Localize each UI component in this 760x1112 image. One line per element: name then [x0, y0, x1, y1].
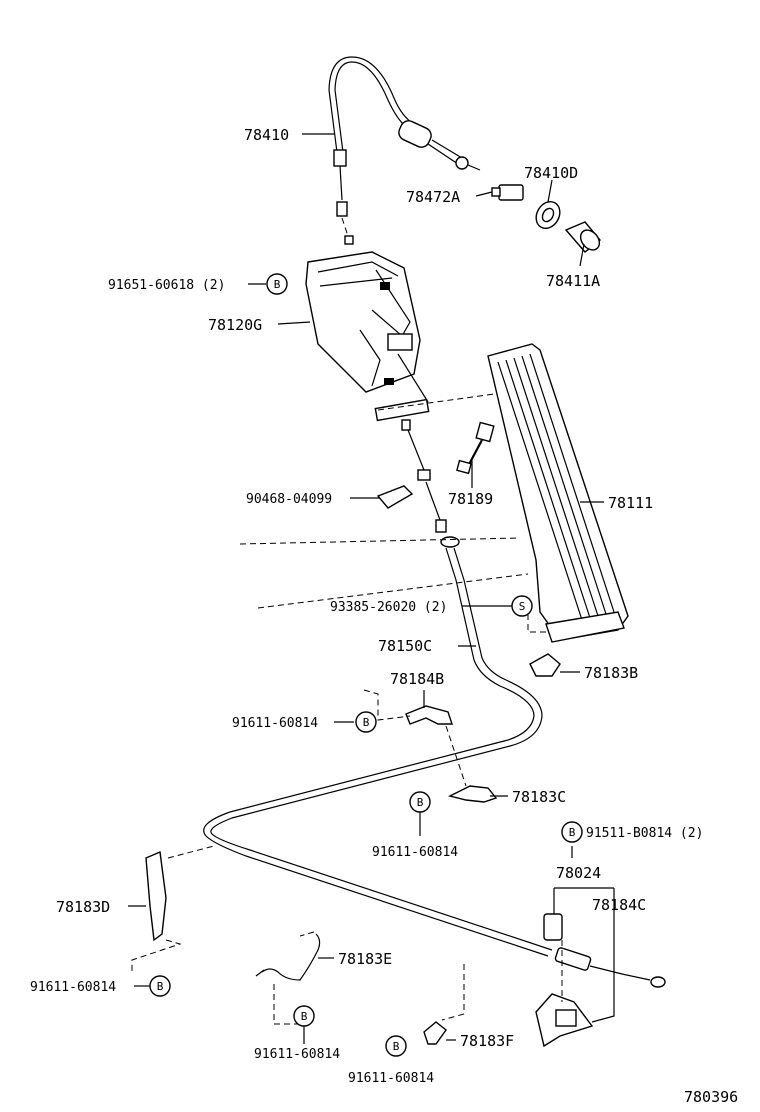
- svg-text:B: B: [274, 278, 281, 291]
- label-91511-B0814: 91511-B0814 (2): [586, 826, 703, 841]
- bolt-symbol-91651: B: [266, 273, 288, 295]
- clip-78183F: [423, 1021, 447, 1045]
- bracket-78184C: [535, 913, 594, 1048]
- label-78183F: 78183F: [460, 1032, 514, 1050]
- label-78024: 78024: [556, 864, 601, 882]
- bolt-symbol-91611-c: B: [149, 975, 171, 997]
- label-91611-60814-c: 91611-60814: [30, 980, 116, 995]
- throttle-cable-78410: [328, 56, 481, 245]
- label-78184C: 78184C: [592, 896, 646, 914]
- assembly-lines: [131, 393, 563, 1025]
- label-91651-60618: 91651-60618 (2): [108, 278, 225, 293]
- label-78183E: 78183E: [338, 950, 392, 968]
- leader-lines: [128, 133, 615, 1044]
- label-91611-60814-e: 91611-60814: [348, 1071, 434, 1086]
- label-78411A: 78411A: [546, 272, 600, 290]
- standard-symbol-93385: S: [511, 595, 533, 617]
- label-78189: 78189: [448, 490, 493, 508]
- diagram-number: 780396: [684, 1088, 738, 1106]
- label-78183D: 78183D: [56, 898, 110, 916]
- label-78410D: 78410D: [524, 164, 578, 182]
- label-91611-60814-b: 91611-60814: [372, 845, 458, 860]
- label-91611-60814-d: 91611-60814: [254, 1047, 340, 1062]
- label-78150C: 78150C: [378, 637, 432, 655]
- stopper-bolt-78189: [456, 421, 495, 475]
- svg-text:B: B: [363, 716, 370, 729]
- bracket-78183D: [145, 850, 167, 942]
- label-78410: 78410: [244, 126, 289, 144]
- cap-78411A: [564, 221, 601, 253]
- label-78472A: 78472A: [406, 188, 460, 206]
- grommet-78410D: [535, 200, 561, 230]
- svg-text:B: B: [569, 826, 576, 839]
- clamp-90468-04099: [376, 485, 414, 509]
- spring-clip-78183E: [255, 933, 321, 981]
- label-78183C: 78183C: [512, 788, 566, 806]
- label-91611-60814-a: 91611-60814: [232, 716, 318, 731]
- bolt-symbol-91611-b: B: [409, 791, 431, 813]
- svg-text:B: B: [157, 980, 164, 993]
- label-90468-04099: 90468-04099: [246, 492, 332, 507]
- label-78120G: 78120G: [208, 316, 262, 334]
- svg-text:B: B: [417, 796, 424, 809]
- clip-78183B: [529, 653, 561, 677]
- clip-78472A: [491, 184, 524, 201]
- svg-text:B: B: [393, 1040, 400, 1053]
- bolt-symbol-91611-d: B: [293, 1005, 315, 1027]
- bolt-symbol-91611-a: B: [355, 711, 377, 733]
- pedal-pad-78111: [487, 343, 629, 643]
- label-78111: 78111: [608, 494, 653, 512]
- label-78183B: 78183B: [584, 664, 638, 682]
- control-cable-78150C: [203, 419, 666, 988]
- clip-78183C: [447, 785, 498, 803]
- svg-text:B: B: [301, 1010, 308, 1023]
- svg-text:S: S: [519, 600, 526, 613]
- label-78184B: 78184B: [390, 670, 444, 688]
- pedal-bracket-78120G: [305, 251, 430, 422]
- label-93385-26020: 93385-26020 (2): [330, 600, 447, 615]
- bolt-symbol-91611-e: B: [385, 1035, 407, 1057]
- bolt-symbol-91511: B: [561, 821, 583, 843]
- clamp-78184B: [405, 705, 453, 725]
